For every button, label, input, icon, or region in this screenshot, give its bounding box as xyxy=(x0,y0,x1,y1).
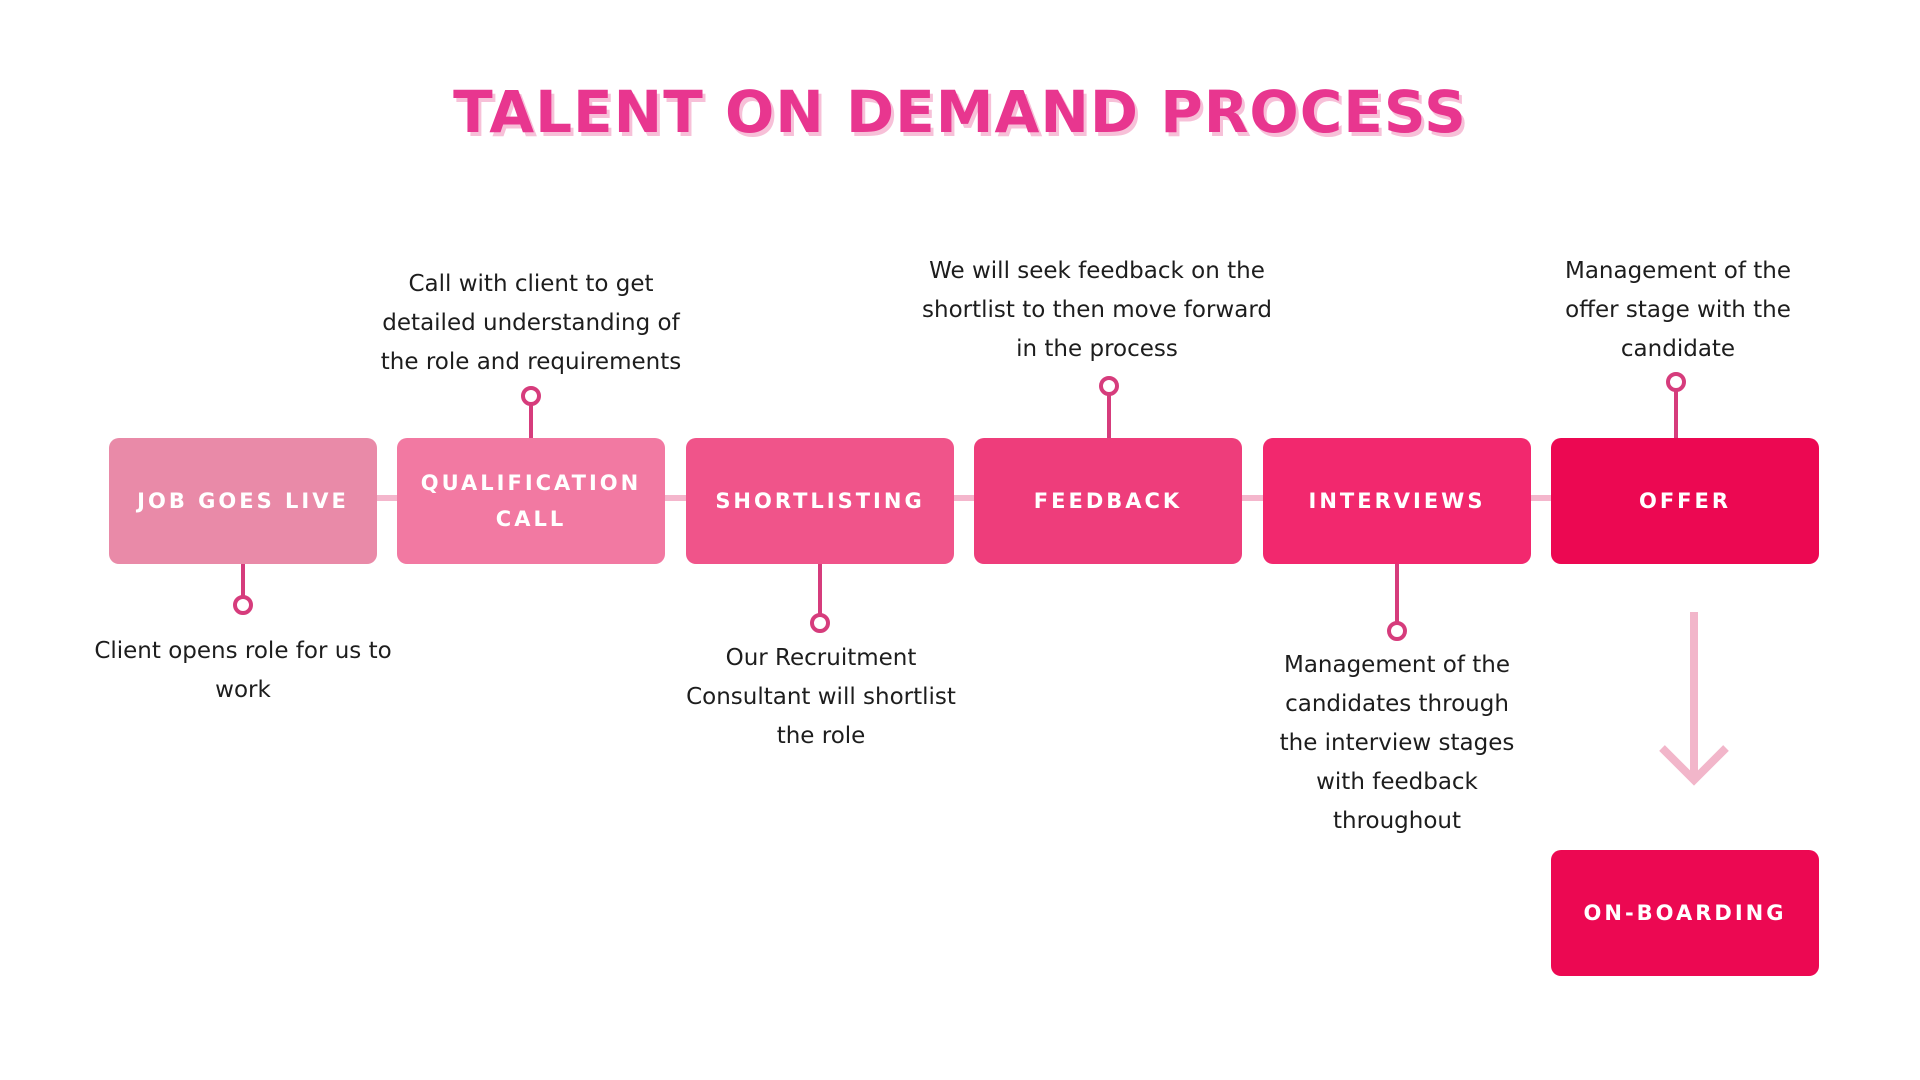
step-box-on-boarding: ON-BOARDING xyxy=(1551,850,1819,976)
step-label-on-boarding: ON-BOARDING xyxy=(1583,901,1787,925)
step-box-offer: OFFER xyxy=(1551,438,1819,564)
stem-feedback xyxy=(1107,392,1111,438)
timeline-connector xyxy=(120,495,1800,501)
step-label-job-goes-live: JOB GOES LIVE xyxy=(137,489,349,513)
down-arrow-icon xyxy=(1659,612,1729,786)
step-label-offer: OFFER xyxy=(1638,489,1732,513)
step-description-job-goes-live: Client opens role for us to work xyxy=(94,638,392,703)
stem-offer xyxy=(1674,388,1678,438)
step-label-shortlisting: SHORTLISTING xyxy=(715,489,925,513)
step-box-shortlisting: SHORTLISTING xyxy=(686,438,954,564)
stem-qualification-call xyxy=(529,402,533,438)
step-description-offer: Management of the offer stage with the c… xyxy=(1564,258,1792,362)
diagram-title: TALENT ON DEMAND PROCESS xyxy=(453,78,1467,146)
step-description-qualification-call: Call with client to get detailed underst… xyxy=(380,271,682,375)
step-box-feedback: FEEDBACK xyxy=(974,438,1242,564)
node-dot-job-goes-live xyxy=(233,595,253,615)
step-box-job-goes-live: JOB GOES LIVE xyxy=(109,438,377,564)
node-dot-interviews xyxy=(1387,621,1407,641)
stem-shortlisting xyxy=(818,564,822,623)
node-dot-shortlisting xyxy=(810,613,830,633)
step-description-interviews: Management of the candidates through the… xyxy=(1279,652,1515,834)
step-label-qualification-call: QUALIFICATION CALL xyxy=(420,471,642,531)
step-box-interviews: INTERVIEWS xyxy=(1263,438,1531,564)
step-label-feedback: FEEDBACK xyxy=(1033,489,1183,513)
step-label-interviews: INTERVIEWS xyxy=(1308,489,1486,513)
step-box-qualification-call: QUALIFICATION CALL xyxy=(397,438,665,564)
step-description-shortlisting: Our Recruitment Consultant will shortlis… xyxy=(686,645,956,749)
step-description-feedback: We will seek feedback on the shortlist t… xyxy=(922,258,1272,362)
stem-interviews xyxy=(1395,564,1399,631)
stem-job-goes-live xyxy=(241,564,245,605)
